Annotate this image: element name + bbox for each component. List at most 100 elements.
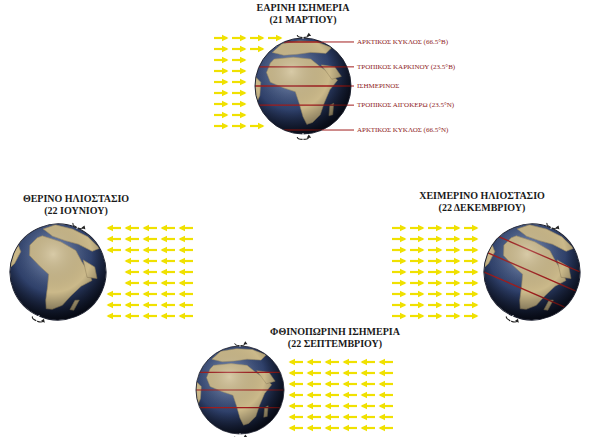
- sun-ray-head: [107, 225, 114, 231]
- sun-ray-head: [240, 35, 247, 41]
- sun-ray-head: [472, 236, 479, 242]
- sun-ray-head: [307, 359, 314, 365]
- sun-ray-head: [125, 225, 132, 231]
- sun-ray-head: [222, 123, 229, 129]
- latitude-leader: [322, 130, 354, 131]
- sun-ray-head: [454, 291, 461, 297]
- sun-ray-head: [125, 313, 132, 319]
- sun-ray-head: [325, 359, 332, 365]
- sun-ray-head: [222, 101, 229, 107]
- sun-ray-head: [289, 425, 296, 431]
- sun-ray-head: [325, 370, 332, 376]
- sun-ray-head: [454, 236, 461, 242]
- latitude-leader: [347, 105, 354, 106]
- sun-ray-head: [143, 302, 150, 308]
- sun-ray-head: [258, 46, 265, 52]
- sun-ray-head: [125, 258, 132, 264]
- sun-ray-head: [436, 291, 443, 297]
- sun-ray-head: [343, 370, 350, 376]
- sun-ray-head: [143, 236, 150, 242]
- sun-ray-head: [400, 225, 407, 231]
- sun-ray-head: [418, 280, 425, 286]
- summer-sunlight: [107, 225, 194, 319]
- label-holder: ΤΡΟΠΙΚΟΣ ΚΑΡΚΙΝΟΥ (23.5°Β): [357, 62, 455, 71]
- sun-ray-head: [400, 302, 407, 308]
- axis-stub: [303, 31, 304, 39]
- rotation-arrowhead: [515, 318, 520, 323]
- autumn-sunlight: [289, 359, 394, 431]
- sun-ray-head: [125, 236, 132, 242]
- sun-ray-head: [343, 381, 350, 387]
- sun-ray-head: [379, 403, 386, 409]
- sun-ray-head: [179, 225, 186, 231]
- label-holder: ΤΡΟΠΙΚΟΣ ΑΙΓΟΚΕΡΩ (23.5°Ν): [357, 101, 454, 110]
- sun-ray-head: [307, 403, 314, 409]
- sun-ray-head: [179, 291, 186, 297]
- sun-ray-head: [222, 90, 229, 96]
- sun-ray-head: [125, 269, 132, 275]
- sun-ray-head: [240, 68, 247, 74]
- sun-ray-head: [361, 403, 368, 409]
- sun-ray-head: [161, 247, 168, 253]
- sun-ray-head: [125, 302, 132, 308]
- sun-ray-head: [343, 403, 350, 409]
- sun-ray-head: [325, 403, 332, 409]
- sun-ray-head: [472, 225, 479, 231]
- sun-ray-head: [289, 414, 296, 420]
- sun-ray-head: [379, 370, 386, 376]
- label-holder: ΦΘΙΝΟΠΩΡΙΝΗ ΙΣΗΜΕΡΙΑ (22 ΣΕΠΤΕΜΒΡΙΟΥ): [268, 326, 402, 350]
- sun-ray-head: [161, 280, 168, 286]
- sun-ray-head: [179, 269, 186, 275]
- latitude-leader: [347, 66, 354, 67]
- rotation-arrowhead: [307, 33, 311, 36]
- sun-ray-head: [161, 225, 168, 231]
- sun-ray-head: [418, 236, 425, 242]
- label-holder: ΧΕΙΜΕΡΙΝΟ ΗΛΙΟΣΤΑΣΙΟ (22 ΔΕΚΕΜΒΡΙΟΥ): [417, 190, 547, 214]
- sun-ray-head: [400, 291, 407, 297]
- sun-ray-head: [454, 280, 461, 286]
- sun-ray-head: [307, 414, 314, 420]
- sun-ray-head: [361, 359, 368, 365]
- axis-stub: [36, 315, 39, 322]
- sun-ray-head: [307, 425, 314, 431]
- sun-ray-head: [436, 258, 443, 264]
- sun-ray-head: [107, 291, 114, 297]
- label-holder: ΙΣΗΜΕΡΙΝΟΣ: [357, 82, 399, 91]
- sun-ray-head: [418, 291, 425, 297]
- sun-ray-head: [436, 313, 443, 319]
- sun-ray-head: [161, 269, 168, 275]
- axis-stub: [240, 340, 241, 347]
- sun-ray-head: [361, 392, 368, 398]
- sun-ray-head: [258, 35, 265, 41]
- sun-ray-head: [472, 280, 479, 286]
- sun-ray-head: [400, 313, 407, 319]
- sun-ray-head: [379, 359, 386, 365]
- latitude-label: ΑΡΚΤΙΚΟΣ ΚΥΚΛΟΣ (66.5°Ν): [357, 126, 448, 135]
- sun-ray-head: [418, 313, 425, 319]
- sun-ray-head: [400, 280, 407, 286]
- sun-ray-head: [400, 247, 407, 253]
- sun-ray-head: [240, 46, 247, 52]
- sun-ray-head: [276, 35, 283, 41]
- sun-ray-head: [472, 269, 479, 275]
- sun-ray-head: [307, 381, 314, 387]
- sun-ray-head: [418, 302, 425, 308]
- sun-ray-head: [143, 269, 150, 275]
- sun-ray-head: [143, 247, 150, 253]
- label-holder: ΑΡΚΤΙΚΟΣ ΚΥΚΛΟΣ (66.5°Ν): [357, 126, 448, 135]
- sun-ray-head: [240, 57, 247, 63]
- rotation-arrowhead: [81, 225, 86, 230]
- sun-ray-head: [418, 269, 425, 275]
- sun-ray-head: [222, 68, 229, 74]
- sun-ray-head: [361, 425, 368, 431]
- axis-stub: [240, 433, 241, 437]
- sun-ray-head: [454, 302, 461, 308]
- sun-ray-head: [454, 258, 461, 264]
- sun-ray-head: [418, 225, 425, 231]
- sun-ray-head: [472, 247, 479, 253]
- sun-ray-head: [325, 392, 332, 398]
- sun-ray-head: [379, 425, 386, 431]
- latitude-label: ΤΡΟΠΙΚΟΣ ΚΑΡΚΙΝΟΥ (23.5°Β): [357, 62, 455, 71]
